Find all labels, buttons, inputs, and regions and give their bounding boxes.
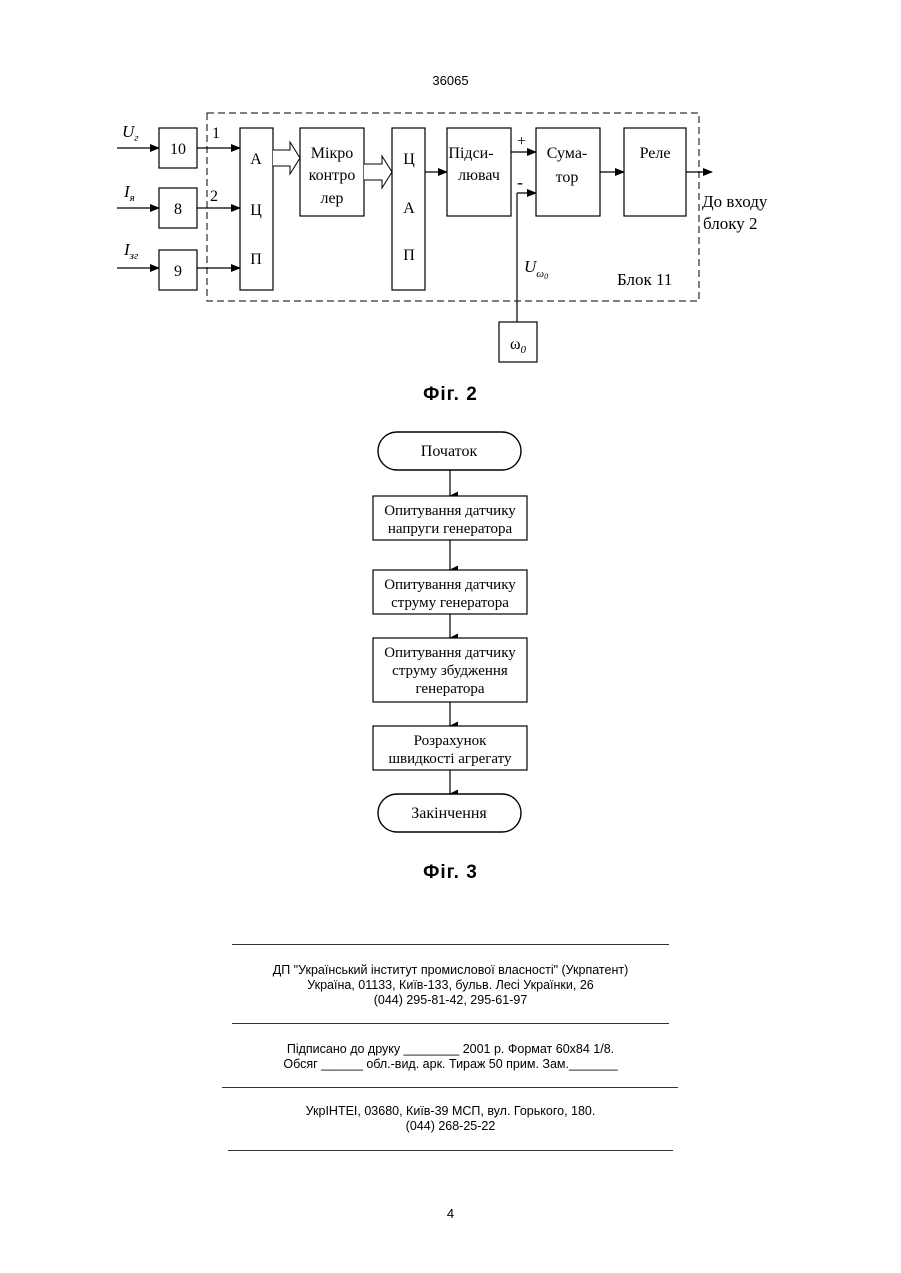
publisher-line-3: (044) 295-81-42, 295-61-97 xyxy=(0,993,901,1008)
amplifier-label-line-1: Підси- xyxy=(448,145,493,162)
adc-to-mcu-bus-arrow xyxy=(273,142,300,174)
sensor-block-9-label: 9 xyxy=(174,263,182,280)
step-4-line-2: швидкості агрегату xyxy=(388,751,512,767)
print-line-1: Підписано до друку ________ 2001 р. Форм… xyxy=(0,1042,901,1057)
relay-block xyxy=(624,128,686,216)
step-2-line-2: струму генератора xyxy=(391,595,509,611)
mcu-to-dac-bus-arrow xyxy=(364,156,392,188)
output-label-line-1: До входу xyxy=(702,192,768,211)
output-label-line-2: блоку 2 xyxy=(703,214,757,233)
fig3-caption: Фіг. 3 xyxy=(0,862,901,884)
dac-letter-a: А xyxy=(403,200,415,217)
dac-letter-p: П xyxy=(403,247,415,264)
fig2-block-diagram: Uг Iя Iзг 10 8 9 1 2 А Ц П Мікро контро … xyxy=(0,0,901,380)
step-4-line-1: Розрахунок xyxy=(414,733,488,749)
footer-divider-2 xyxy=(232,1023,669,1024)
publisher-line-2: Україна, 01133, Київ-133, бульв. Лесі Ук… xyxy=(0,978,901,993)
dac-letter-ts: Ц xyxy=(403,151,415,168)
relay-label: Реле xyxy=(640,145,671,162)
line-number-1: 1 xyxy=(212,125,220,142)
fig2-caption: Фіг. 2 xyxy=(0,384,901,406)
step-1-line-2: напруги генератора xyxy=(388,521,513,537)
mcu-label-line-1: Мікро xyxy=(311,145,353,162)
footer-divider-4 xyxy=(228,1150,673,1151)
step-3-line-2: струму збудження xyxy=(392,663,508,679)
printer-info: УкрІНТЕІ, 03680, Київ-39 МСП, вул. Горьк… xyxy=(0,1104,901,1134)
sensor-block-10-label: 10 xyxy=(170,141,186,158)
print-info: Підписано до друку ________ 2001 р. Форм… xyxy=(0,1042,901,1072)
step-3-line-3: генератора xyxy=(415,681,484,697)
adder-label-line-1: Сума- xyxy=(547,145,588,162)
minus-sign: - xyxy=(517,172,523,192)
plus-sign: + xyxy=(517,133,526,150)
printer-line-1: УкрІНТЕІ, 03680, Київ-39 МСП, вул. Горьк… xyxy=(0,1104,901,1119)
printer-line-2: (044) 268-25-22 xyxy=(0,1119,901,1134)
step-2-line-1: Опитування датчику xyxy=(384,577,516,593)
print-line-2: Обсяг ______ обл.-вид. арк. Тираж 50 при… xyxy=(0,1057,901,1072)
input-label-izg: Iзг xyxy=(123,240,139,262)
input-label-ug: Uг xyxy=(122,122,139,144)
mcu-label-line-2: контро xyxy=(309,167,356,184)
step-1-line-1: Опитування датчику xyxy=(384,503,516,519)
input-label-iya: Iя xyxy=(123,182,135,204)
block-11-label: Блок 11 xyxy=(617,270,672,289)
publisher-line-1: ДП "Український інститут промислової вла… xyxy=(0,963,901,978)
start-label: Початок xyxy=(421,443,478,460)
adder-label-line-2: тор xyxy=(556,169,579,186)
fig3-flowchart: Початок Опитування датчику напруги генер… xyxy=(0,420,901,850)
step-3-line-1: Опитування датчику xyxy=(384,645,516,661)
adc-letter-p: П xyxy=(250,251,262,268)
footer-divider-1 xyxy=(232,944,669,945)
adc-letter-ts: Ц xyxy=(250,202,262,219)
page-number: 4 xyxy=(0,1206,901,1221)
mcu-label-line-3: лер xyxy=(320,190,343,207)
end-label: Закінчення xyxy=(411,805,487,822)
amplifier-label-line-2: лювач xyxy=(458,167,500,184)
line-number-2: 2 xyxy=(210,188,218,205)
publisher-info: ДП "Український інститут промислової вла… xyxy=(0,963,901,1008)
adc-letter-a: А xyxy=(250,151,262,168)
omega-voltage-label: Uω0 xyxy=(524,257,548,281)
footer-divider-3 xyxy=(222,1087,678,1088)
sensor-block-8-label: 8 xyxy=(174,201,182,218)
